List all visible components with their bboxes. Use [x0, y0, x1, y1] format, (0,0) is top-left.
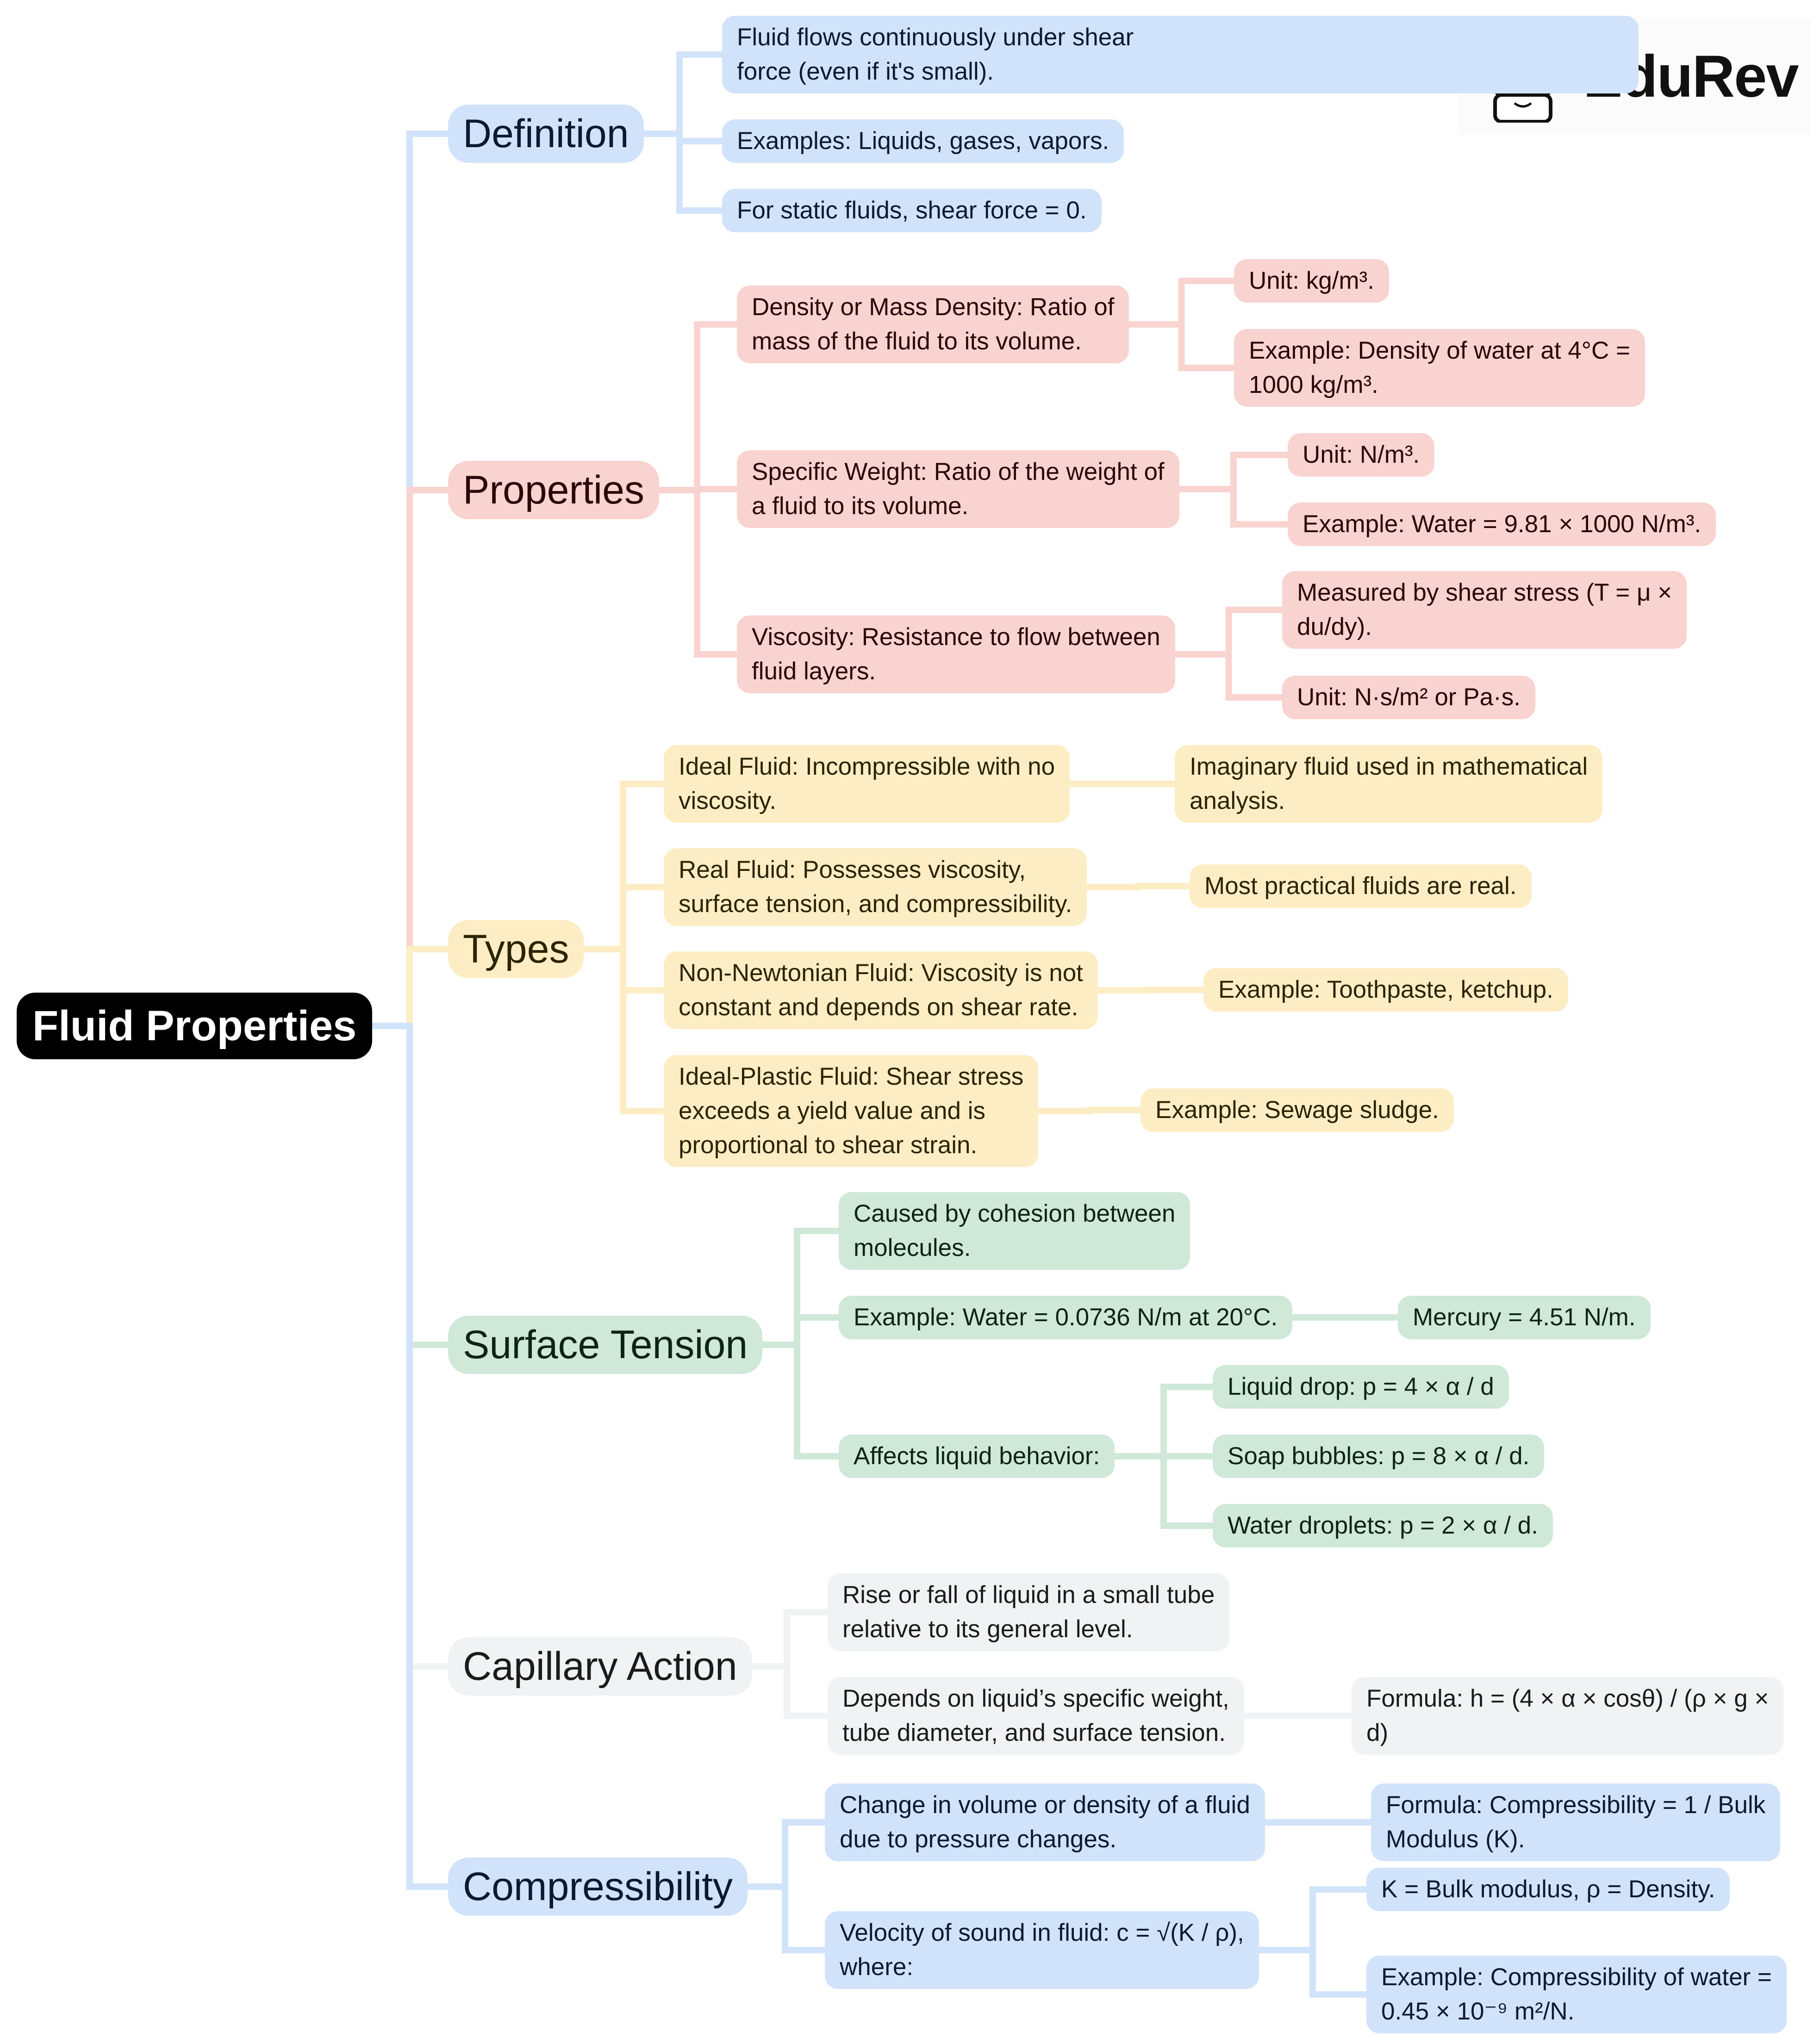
- type-item-detail[interactable]: Example: Sewage sludge.: [1141, 1088, 1454, 1132]
- connector-line: [372, 1023, 448, 1890]
- connector-line: [1087, 883, 1190, 890]
- connector-line: [1179, 486, 1288, 528]
- connector-line: [1038, 1107, 1141, 1114]
- compressibility-formula[interactable]: Formula: Compressibility = 1 / Bulk Modu…: [1371, 1783, 1781, 1861]
- branch-properties[interactable]: Properties: [448, 461, 659, 519]
- property-density-unit[interactable]: Unit: kg/m³.: [1234, 259, 1389, 303]
- connector-line: [659, 486, 737, 493]
- type-item-detail[interactable]: Example: Toothpaste, ketchup.: [1203, 968, 1568, 1012]
- connector-line: [372, 1023, 448, 1348]
- connector-line: [1259, 1886, 1366, 1953]
- connector-line: [1259, 1947, 1366, 1998]
- connector-line: [372, 487, 448, 1029]
- connector-line: [752, 1609, 828, 1670]
- property-viscosity-measure[interactable]: Measured by shear stress (T = μ × du/dy)…: [1282, 571, 1687, 649]
- definition-item[interactable]: For static fluids, shear force = 0.: [722, 189, 1102, 232]
- connector-line: [584, 946, 664, 1114]
- connector-line: [762, 1228, 839, 1348]
- connector-line: [644, 51, 722, 137]
- capillary-depends[interactable]: Depends on liquid’s specific weight, tub…: [828, 1677, 1244, 1755]
- definition-item[interactable]: Examples: Liquids, gases, vapors.: [722, 119, 1124, 163]
- branch-compressibility[interactable]: Compressibility: [448, 1858, 748, 1916]
- surface-tension-formula[interactable]: Water droplets: p = 2 × α / d.: [1213, 1504, 1553, 1547]
- connector-line: [584, 884, 664, 952]
- compressibility-symbols[interactable]: K = Bulk modulus, ρ = Density.: [1366, 1868, 1730, 1911]
- connector-line: [748, 1819, 825, 1890]
- type-item[interactable]: Ideal-Plastic Fluid: Shear stress exceed…: [664, 1055, 1039, 1167]
- branch-surface-tension[interactable]: Surface Tension: [448, 1316, 763, 1374]
- type-item-detail[interactable]: Most practical fluids are real.: [1190, 864, 1532, 908]
- branch-types[interactable]: Types: [448, 920, 584, 978]
- connector-line: [1179, 452, 1288, 492]
- connector-line: [1175, 651, 1282, 701]
- surface-tension-example[interactable]: Example: Water = 0.0736 N/m at 20°C.: [839, 1296, 1293, 1339]
- connector-line: [752, 1663, 828, 1719]
- connector-line: [1129, 278, 1234, 328]
- definition-item[interactable]: Fluid flows continuously under shear for…: [722, 16, 1639, 93]
- root-node[interactable]: Fluid Properties: [17, 993, 373, 1059]
- property-density-example[interactable]: Example: Density of water at 4°C = 1000 …: [1234, 329, 1645, 407]
- connector-line: [1175, 607, 1282, 658]
- connector-line: [659, 321, 737, 493]
- compressibility-definition[interactable]: Change in volume or density of a fluid d…: [825, 1783, 1265, 1861]
- connector-line: [659, 487, 737, 658]
- type-item-detail[interactable]: Imaginary fluid used in mathematical ana…: [1175, 745, 1603, 823]
- surface-tension-formula[interactable]: Liquid drop: p = 4 × α / d: [1213, 1365, 1509, 1409]
- connector-line: [762, 1342, 839, 1460]
- type-item[interactable]: Non-Newtonian Fluid: Viscosity is not co…: [664, 951, 1098, 1029]
- property-specific-weight-example[interactable]: Example: Water = 9.81 × 1000 N/m³.: [1288, 503, 1716, 546]
- type-item[interactable]: Real Fluid: Possesses viscosity, surface…: [664, 848, 1087, 926]
- property-specific-weight[interactable]: Specific Weight: Ratio of the weight of …: [737, 450, 1179, 528]
- capillary-formula[interactable]: Formula: h = (4 × α × cosθ) / (ρ × g × d…: [1352, 1677, 1784, 1755]
- property-density[interactable]: Density or Mass Density: Ratio of mass o…: [737, 286, 1129, 363]
- property-specific-weight-unit[interactable]: Unit: N/m³.: [1288, 433, 1435, 477]
- branch-definition[interactable]: Definition: [448, 105, 644, 163]
- connector-line: [372, 946, 448, 1029]
- compressibility-velocity[interactable]: Velocity of sound in fluid: c = √(K / ρ)…: [825, 1911, 1259, 1989]
- surface-tension-affects[interactable]: Affects liquid behavior:: [839, 1435, 1115, 1478]
- surface-tension-formula[interactable]: Soap bubbles: p = 8 × α / d.: [1213, 1435, 1545, 1478]
- surface-tension-cohesion[interactable]: Caused by cohesion between molecules.: [839, 1192, 1190, 1270]
- connector-line: [584, 781, 664, 952]
- capillary-definition[interactable]: Rise or fall of liquid in a small tube r…: [828, 1573, 1230, 1651]
- type-item[interactable]: Ideal Fluid: Incompressible with no visc…: [664, 745, 1070, 823]
- connector-line: [1115, 1453, 1213, 1529]
- connector-line: [748, 1883, 825, 1953]
- connector-line: [762, 1314, 839, 1348]
- compressibility-example[interactable]: Example: Compressibility of water = 0.45…: [1366, 1956, 1787, 2033]
- connector-line: [1129, 321, 1234, 371]
- connector-line: [644, 130, 722, 144]
- connector-line: [1115, 1384, 1213, 1460]
- property-viscosity-unit[interactable]: Unit: N·s/m² or Pa·s.: [1282, 676, 1535, 719]
- connector-line: [372, 1023, 448, 1670]
- surface-tension-mercury[interactable]: Mercury = 4.51 N/m.: [1398, 1296, 1651, 1339]
- branch-capillary-action[interactable]: Capillary Action: [448, 1637, 752, 1696]
- connector-line: [372, 130, 448, 1029]
- connector-line: [584, 946, 664, 994]
- property-viscosity[interactable]: Viscosity: Resistance to flow between fl…: [737, 615, 1175, 693]
- connector-line: [644, 130, 722, 214]
